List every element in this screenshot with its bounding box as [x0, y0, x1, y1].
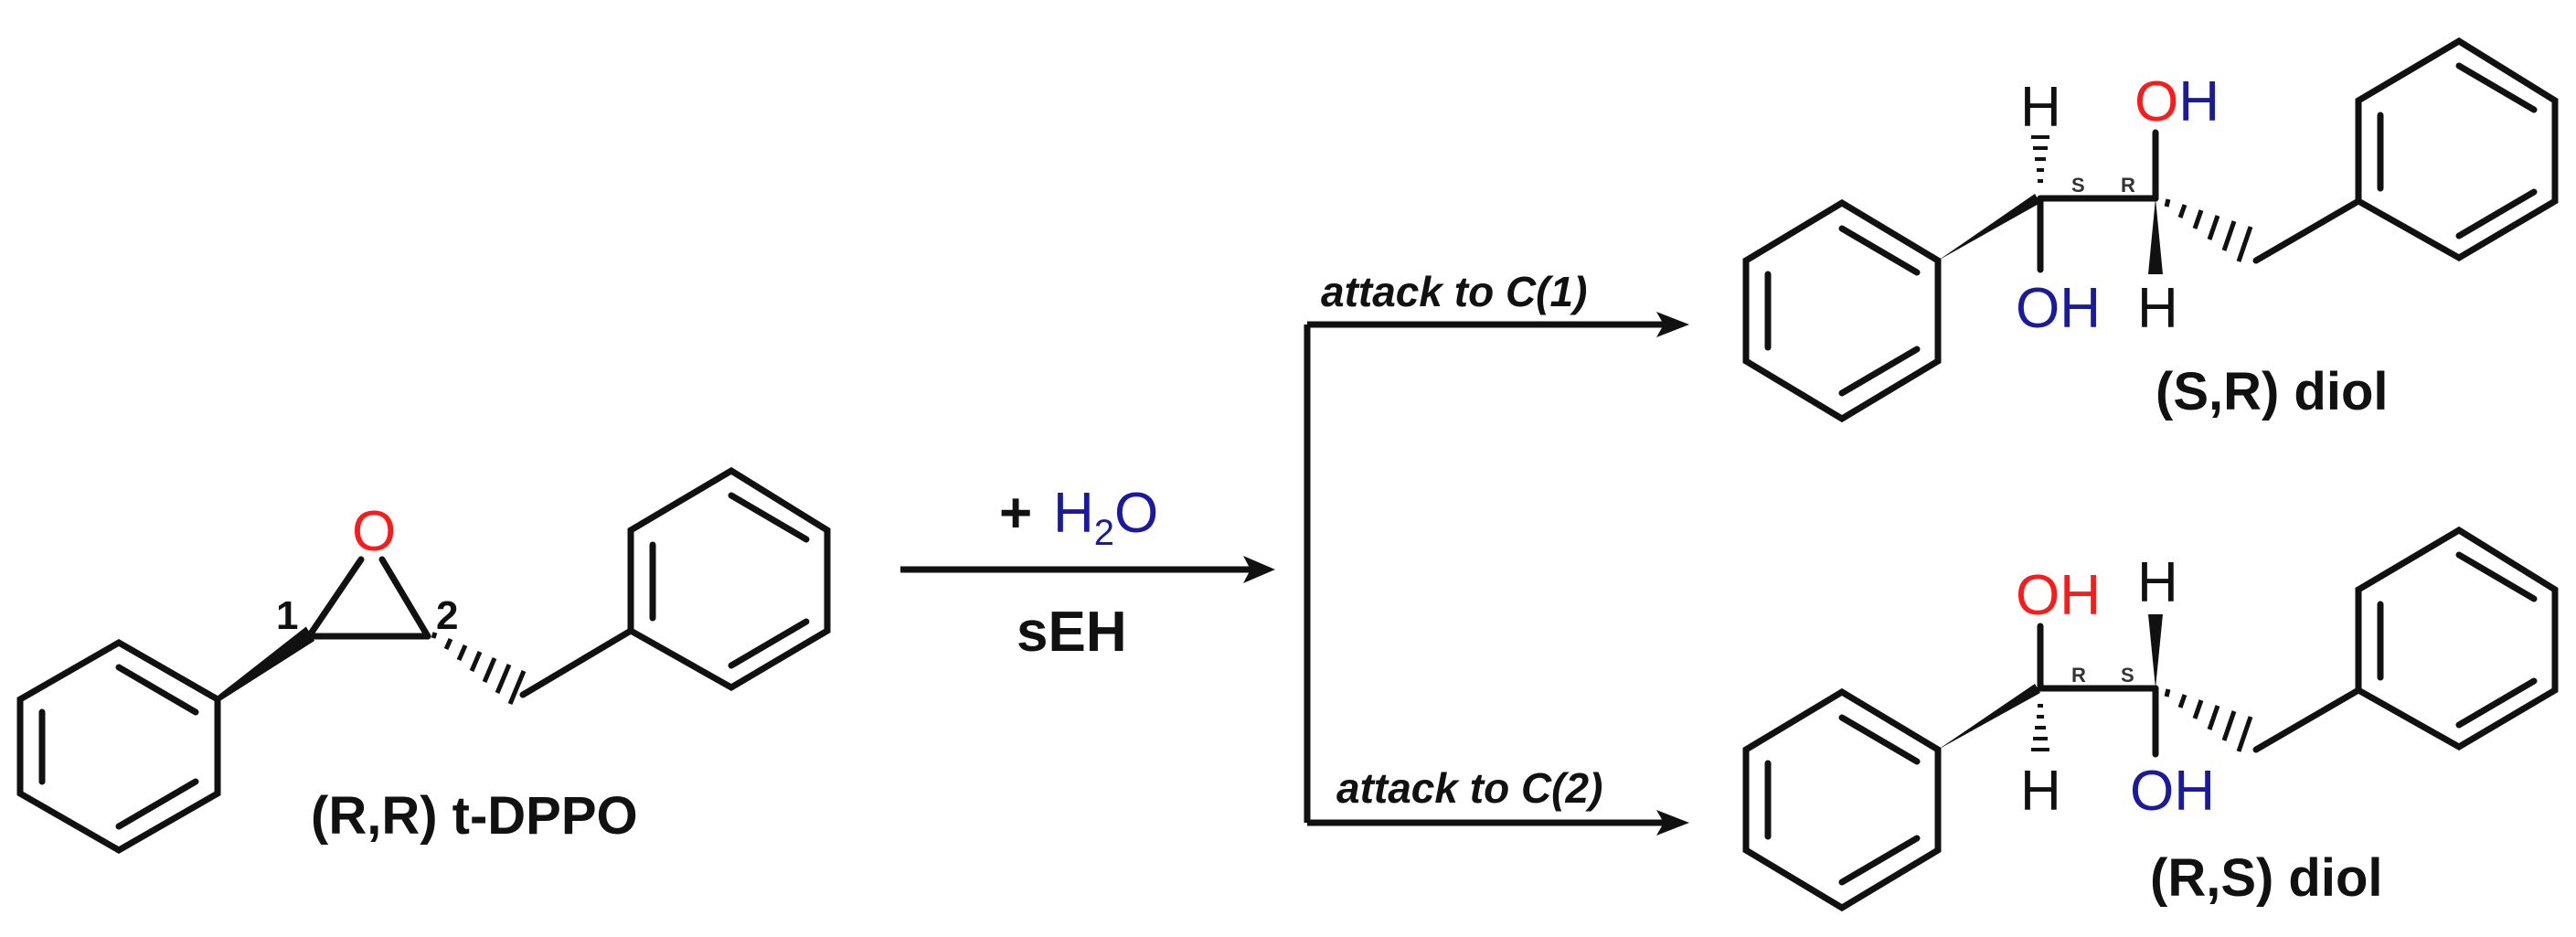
product-top-phenyl-ring-right — [2355, 37, 2559, 262]
product-top-h-right: H — [2137, 277, 2178, 340]
product-top-name: (S,R) diol — [2156, 362, 2389, 421]
reactant-molecule: O 1 2 (R,R) t-DPPO — [16, 466, 831, 855]
product-bottom-hash-ch2 — [2164, 688, 2253, 752]
product-bottom-oh-left: OH — [2016, 564, 2101, 627]
reactant-epoxide-c1-o — [305, 556, 365, 640]
reagent-plus: + — [999, 482, 1032, 545]
product-top-molecule: H OH OH H S R (S,R) diol — [1742, 37, 2559, 423]
product-top-ch2-ring — [2252, 197, 2362, 264]
reagent-arrow: + H2O sEH — [900, 482, 1275, 664]
product-bottom-h-right: H — [2137, 551, 2178, 614]
reactant-phenyl-ring-left — [16, 638, 221, 855]
reactant-name: (R,R) t-DPPO — [311, 786, 638, 846]
product-bottom-h-left: H — [2020, 760, 2061, 823]
pathway-top-label: attack to C(1) — [1321, 268, 1587, 315]
product-top-stereo-left: S — [2071, 174, 2085, 197]
reactant-carbon1-number: 1 — [276, 593, 298, 638]
pathway-bottom-label: attack to C(2) — [1336, 764, 1602, 812]
reactant-hashed-bond-c2 — [431, 632, 527, 705]
product-top-stereo-right: R — [2121, 174, 2135, 197]
reagent-water-h: H — [1053, 482, 1094, 545]
reactant-wedge-bond-c1 — [216, 626, 315, 702]
branch-arrows: attack to C(1) attack to C(2) — [1304, 268, 1689, 836]
reactant-carbon2-number: 2 — [436, 593, 458, 638]
product-top-phenyl-ring-left — [1742, 198, 1942, 423]
product-bottom-stereo-left: R — [2071, 664, 2086, 687]
product-top-oh-left: OH — [2016, 277, 2101, 340]
product-bottom-phenyl-ring-right — [2355, 526, 2559, 751]
product-top-oh-right: OH — [2134, 70, 2219, 133]
product-bottom-ch2-ring — [2252, 687, 2362, 753]
reactant-phenyl-ring-right — [627, 466, 831, 692]
product-bottom-wedge-ring — [1938, 684, 2040, 750]
product-bottom-molecule: OH H H OH R S (R,S) diol — [1742, 526, 2559, 912]
product-top-hash-ch2 — [2164, 198, 2253, 262]
product-bottom-phenyl-ring-left — [1742, 687, 1942, 912]
reagent-water-subscript: 2 — [1094, 513, 1114, 553]
reactant-oxygen-atom: O — [352, 500, 396, 563]
product-bottom-name: (R,S) diol — [2150, 848, 2383, 908]
reactant-epoxide-c2-o — [378, 556, 431, 640]
reagent-enzyme: sEH — [1017, 601, 1127, 664]
product-top-h-left: H — [2020, 76, 2061, 139]
reagent-water: H2O — [1053, 482, 1158, 553]
product-bottom-hash-h-left — [2031, 704, 2049, 751]
product-top-wedge-h-right — [2148, 198, 2163, 274]
product-bottom-oh-right: OH — [2130, 760, 2215, 823]
product-top-wedge-ring — [1938, 194, 2040, 261]
product-bottom-stereo-right: S — [2121, 664, 2134, 687]
reactant-ch2-bond — [519, 627, 634, 698]
reagent-water-o: O — [1114, 482, 1158, 545]
product-bottom-wedge-h-right — [2148, 614, 2163, 688]
product-top-hash-h-left — [2031, 135, 2049, 183]
